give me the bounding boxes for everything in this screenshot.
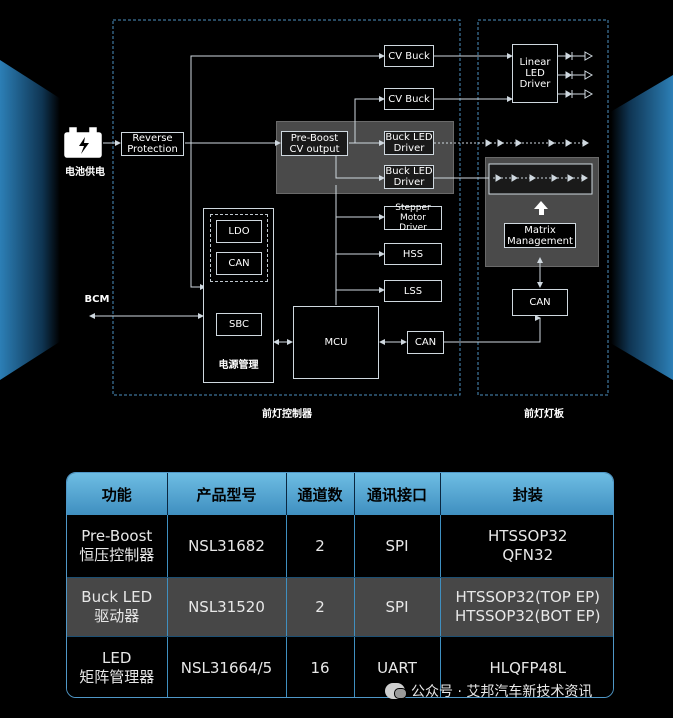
arrow-up-icon [534,201,548,209]
package-cell: HLQFP48L [440,636,613,697]
column-header: 封装 [440,473,613,515]
controller-boundary [112,19,461,396]
mcu-block: MCU [293,306,379,379]
table-header-row: 功能 产品型号 通道数 通讯接口 封装 [67,473,613,515]
channels-cell: 2 [286,515,355,578]
arrow-up-icon-stem [539,209,544,215]
interface-cell: SPI [354,515,441,578]
wechat-icon [385,683,407,699]
matrix-led-string [488,163,593,195]
sbc-can-block: CAN [216,252,262,275]
left-light-glow [0,60,60,380]
lamp-board-boundary [477,19,609,396]
ldo-can-group [210,214,268,282]
model-cell: NSL31682 [167,515,287,578]
channels-cell: 16 [286,636,355,697]
power-management-label: 电源管理 [218,360,259,371]
board-can-block: CAN [512,289,568,316]
lss-block: LSS [384,280,442,302]
ldo-block: LDO [216,220,262,243]
diagram-wiring [64,19,609,396]
channels-cell: 2 [286,577,355,637]
model-cell: NSL31520 [167,577,287,637]
column-header: 产品型号 [167,473,287,515]
watermark: 公众号 · 艾邦汽车新技术资讯 [385,681,592,701]
column-header: 通道数 [286,473,355,515]
column-header: 通讯接口 [354,473,441,515]
hss-block: HSS [384,243,442,265]
led-diode-icon [485,139,589,147]
battery-label: 电池供电 [65,167,105,178]
interface-cell: SPI [354,577,441,637]
led-diode-icon [493,174,588,182]
cv-buck-block-2: CV Buck [384,88,434,110]
watermark-text: 公众号 · 艾邦汽车新技术资讯 [411,684,593,700]
right-light-glow [611,75,673,380]
led-diode-icon [558,51,594,99]
lamp-board-label: 前灯灯板 [524,409,564,420]
battery-icon [64,127,102,158]
column-header: 功能 [67,473,168,515]
package-cell: HTSSOP32(TOP EP)HTSSOP32(BOT EP) [440,577,613,637]
controller-label: 前灯控制器 [262,409,312,420]
cv-buck-block-1: CV Buck [384,45,434,67]
mcu-can-block: CAN [407,331,444,354]
sbc-block: SBC [216,313,262,336]
bcm-label: BCM [84,294,110,305]
model-cell: NSL31664/5 [167,636,287,697]
